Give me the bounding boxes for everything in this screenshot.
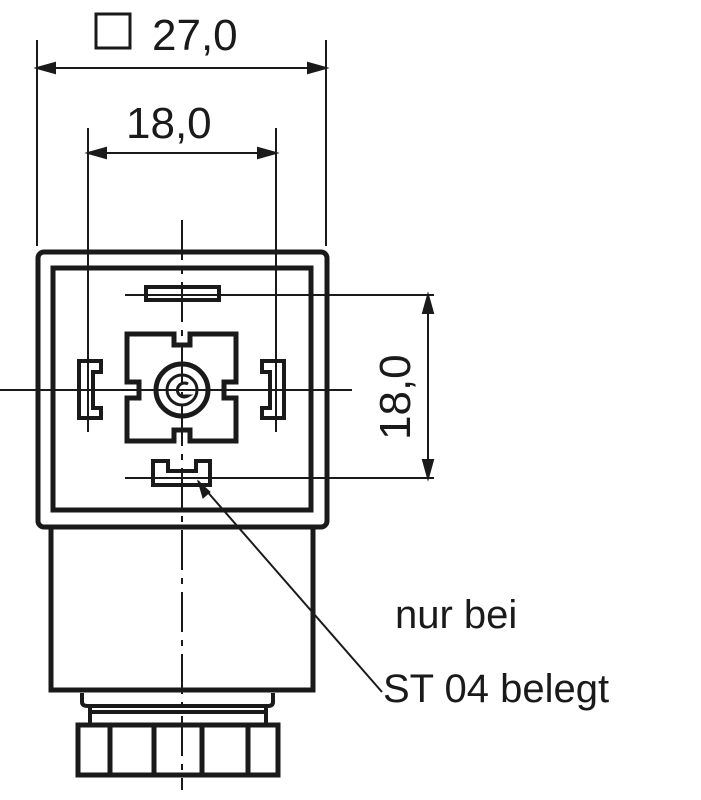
connector-body xyxy=(48,524,316,693)
overall-width-label: 27,0 xyxy=(152,11,238,60)
leader-arrow-icon xyxy=(197,479,211,499)
annotation-line1: nur bei xyxy=(395,593,517,637)
union-nut-ribs xyxy=(107,725,251,775)
earth-contact xyxy=(153,361,211,419)
union-nut xyxy=(75,722,281,778)
contact-horizontal-label: 18,0 xyxy=(126,99,212,148)
housing-inner xyxy=(50,265,314,513)
collar xyxy=(80,693,275,724)
contact-top xyxy=(144,285,221,302)
center-insert xyxy=(124,331,239,444)
annotation-line2: ST 04 belegt xyxy=(383,667,609,711)
contact-bottom xyxy=(151,459,212,487)
earth-contact-inner xyxy=(165,373,199,407)
leader-line xyxy=(197,480,383,693)
contact-right xyxy=(260,359,286,420)
dimension-contact-horizontal xyxy=(84,128,280,432)
dimension-overall-width xyxy=(33,12,330,246)
earth-symbol-icon xyxy=(175,381,194,399)
contact-vertical-label: 18,0 xyxy=(371,354,420,440)
square-icon xyxy=(94,12,132,50)
dimension-contact-vertical xyxy=(125,291,435,482)
contact-left xyxy=(77,359,103,420)
